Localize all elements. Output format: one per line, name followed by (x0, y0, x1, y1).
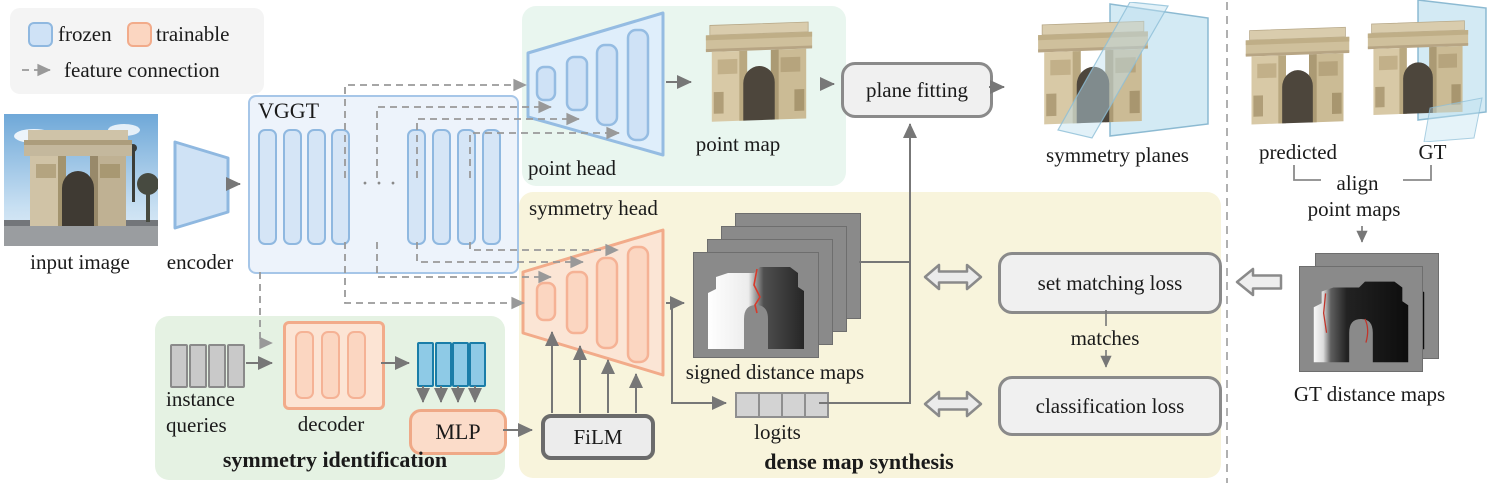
gt-label: GT (1418, 140, 1447, 164)
query-feature-bar (452, 342, 469, 387)
predicted-render (1245, 26, 1350, 126)
decoder-block (295, 331, 314, 399)
signed-distance-map-frame (693, 252, 819, 358)
decoder-block (347, 331, 366, 399)
decoder-label: decoder (297, 412, 365, 436)
instance-query-bar (227, 344, 245, 388)
gt-render (1367, 0, 1487, 142)
input-image-label: input image (30, 250, 130, 274)
legend-feature-connection-label: feature connection (64, 58, 220, 82)
vggt-block (258, 129, 277, 245)
logit-cell (735, 392, 760, 418)
logits-label: logits (754, 420, 801, 444)
logits-row (735, 392, 829, 418)
decoder-block (321, 331, 340, 399)
mlp-box: MLP (409, 409, 507, 455)
logit-cell (758, 392, 783, 418)
logit-cell (804, 392, 829, 418)
input-image-photo (4, 114, 158, 246)
vggt-block (407, 129, 426, 245)
legend-box: frozen trainable feature connection (10, 8, 264, 94)
frozen-swatch-icon (28, 22, 53, 47)
signed-distance-maps-label: signed distance maps (685, 360, 865, 384)
query-feature-bar (417, 342, 434, 387)
instance-queries-label: instance queries (166, 387, 235, 437)
point-map-label: point map (695, 132, 781, 156)
instance-query-bar (208, 344, 226, 388)
symmetry-head-trapezoid (521, 228, 665, 377)
legend-trainable-label: trainable (156, 22, 230, 46)
encoder-label: encoder (166, 250, 234, 274)
align-label: align (1336, 171, 1379, 195)
symmetry-identification-title: symmetry identification (222, 447, 448, 472)
query-feature-bar (435, 342, 452, 387)
classification-loss-box: classification loss (998, 376, 1222, 436)
instance-query-bar (170, 344, 188, 388)
signed-distance-map (707, 266, 805, 350)
set-matching-loss-label: set matching loss (1037, 270, 1183, 295)
point-map-render (705, 21, 813, 123)
logit-cell (781, 392, 806, 418)
matches-label: matches (1056, 326, 1154, 350)
encoder-trapezoid (173, 140, 230, 230)
trainable-swatch-icon (127, 22, 152, 47)
vggt-block (432, 129, 451, 245)
film-label: FiLM (573, 424, 623, 449)
gt-distance-maps-label: GT distance maps (1293, 382, 1446, 406)
legend-frozen-label: frozen (58, 22, 112, 46)
set-matching-loss-box: set matching loss (998, 252, 1222, 314)
vggt-block (307, 129, 326, 245)
symmetry-planes-render (1037, 2, 1209, 139)
gt-supervision-arrow-icon (1235, 267, 1283, 297)
gt-distance-map (1313, 280, 1409, 363)
query-feature-bar (469, 342, 486, 387)
vggt-block (482, 129, 501, 245)
predicted-label: predicted (1258, 140, 1338, 164)
dense-map-synthesis-title: dense map synthesis (764, 449, 954, 474)
vggt-block (283, 129, 302, 245)
gt-distance-map-frame (1299, 266, 1423, 372)
vggt-label: VGGT (258, 98, 320, 123)
classification-loss-label: classification loss (1035, 393, 1185, 418)
point-head-label: point head (528, 156, 617, 180)
instance-query-bar (189, 344, 207, 388)
point-maps-label: point maps (1307, 197, 1401, 221)
vggt-block (457, 129, 476, 245)
vggt-ellipsis: · · · (361, 171, 397, 197)
plane-fitting-label: plane fitting (865, 77, 969, 102)
point-head-trapezoid (526, 11, 665, 157)
plane-fitting-box: plane fitting (841, 62, 993, 118)
symmetry-head-label: symmetry head (529, 196, 658, 220)
film-box: FiLM (541, 414, 655, 460)
symmetry-planes-label: symmetry planes (1046, 143, 1189, 167)
mlp-label: MLP (435, 419, 481, 444)
vggt-block (331, 129, 350, 245)
